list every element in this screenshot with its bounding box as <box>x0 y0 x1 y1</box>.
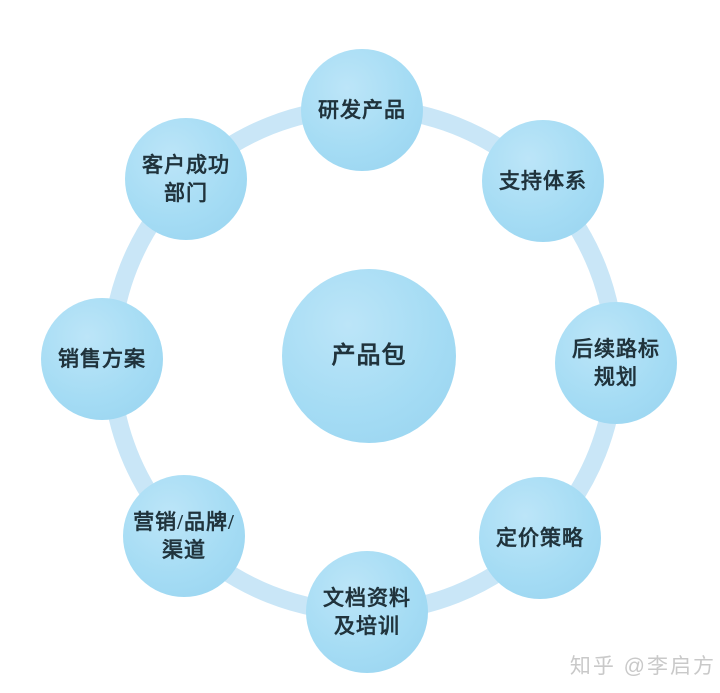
node-pricing-strategy: 定价策略 <box>479 477 601 599</box>
node-marketing-brand-channel: 营销/品牌/ 渠道 <box>123 475 245 597</box>
node-docs-training: 文档资料 及培训 <box>306 551 428 673</box>
zhihu-watermark: 知乎 @李启方 <box>569 655 716 678</box>
node-support-system-label: 支持体系 <box>499 168 587 193</box>
node-rd-product: 研发产品 <box>301 49 423 171</box>
node-product-package-label: 产品包 <box>331 342 407 369</box>
node-support-system: 支持体系 <box>482 120 604 242</box>
node-roadmap-planning-label: 后续路标 规划 <box>572 336 660 389</box>
node-roadmap-planning: 后续路标 规划 <box>555 302 677 424</box>
node-customer-success-label: 客户成功 部门 <box>142 152 230 205</box>
node-customer-success: 客户成功 部门 <box>125 118 247 240</box>
node-marketing-brand-channel-label: 营销/品牌/ 渠道 <box>133 509 235 562</box>
node-docs-training-label: 文档资料 及培训 <box>323 585 411 638</box>
node-sales-plan: 销售方案 <box>41 298 163 420</box>
node-sales-plan-label: 销售方案 <box>58 346 146 371</box>
node-pricing-strategy-label: 定价策略 <box>496 525 584 550</box>
node-rd-product-label: 研发产品 <box>318 97 406 122</box>
node-product-package-center: 产品包 <box>282 269 456 443</box>
